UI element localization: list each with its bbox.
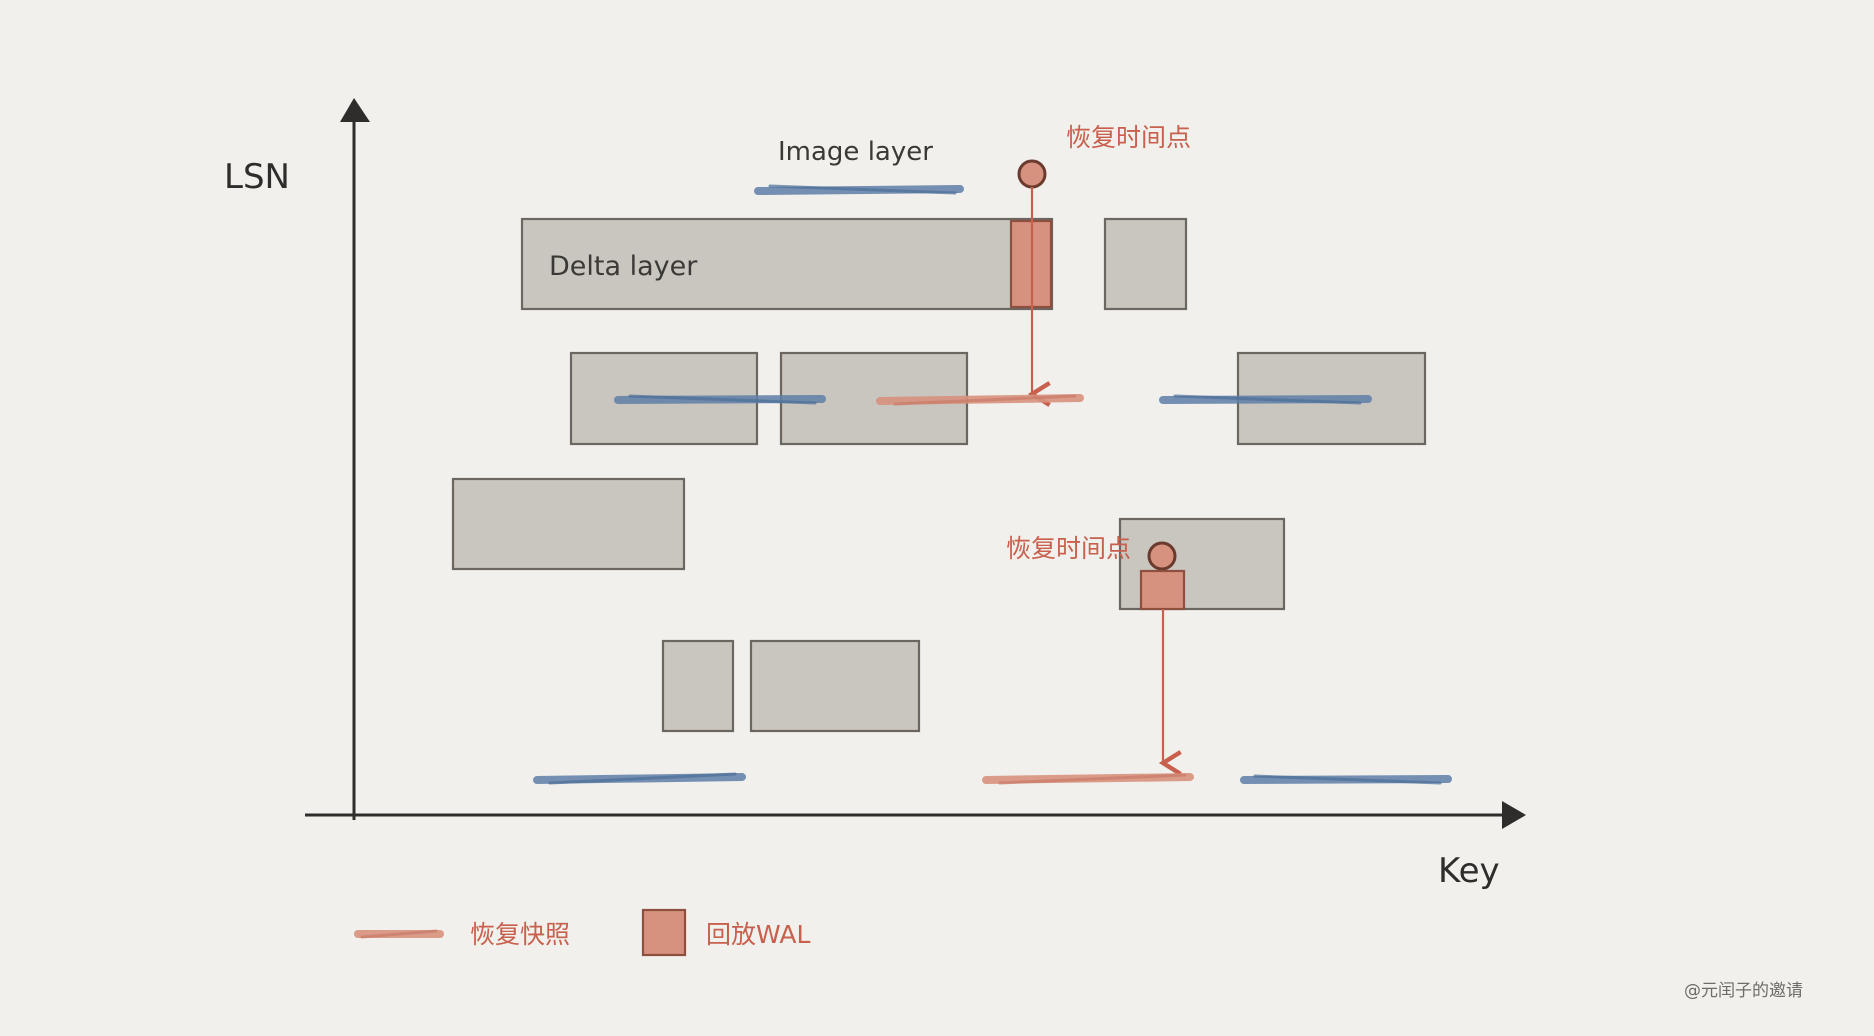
wal-replay-block <box>1139 569 1186 611</box>
recovery-point-marker <box>1017 159 1047 189</box>
x-axis <box>305 801 1526 829</box>
x-axis-arrowhead <box>1502 801 1526 829</box>
y-axis-label: LSN <box>224 157 290 197</box>
delta-layer <box>749 639 921 733</box>
image-layer <box>1240 774 1452 785</box>
image-layer <box>614 394 826 405</box>
legend-snapshot-swatch <box>354 929 444 939</box>
image-layer-label: Image layer <box>778 137 933 167</box>
x-axis-label: Key <box>1438 851 1500 891</box>
image-layer-top <box>754 184 964 195</box>
legend-wal-label: 回放WAL <box>706 920 810 949</box>
recovery-snapshot <box>982 773 1194 785</box>
y-axis <box>340 98 370 820</box>
image-layer <box>533 772 746 785</box>
watermark: @元闰子的邀请 <box>1684 981 1803 1001</box>
recovery-point-marker <box>1147 541 1177 571</box>
delta-layer <box>661 639 735 733</box>
recovery-snapshot <box>876 394 1084 406</box>
delta-layer-wide <box>520 217 1054 311</box>
recovery-point-label-top: 恢复时间点 <box>1066 123 1191 152</box>
delta-layer <box>1103 217 1188 311</box>
legend-wal-swatch <box>641 908 687 957</box>
legend: 恢复快照 回放WAL <box>354 908 810 957</box>
recovery-point-label-bottom: 恢复时间点 <box>1006 534 1131 563</box>
delta-layer <box>451 477 686 571</box>
y-axis-arrowhead <box>340 98 370 122</box>
delta-layer-label: Delta layer <box>549 251 698 282</box>
legend-snapshot-label: 恢复快照 <box>470 920 570 949</box>
image-layer <box>1159 394 1372 405</box>
